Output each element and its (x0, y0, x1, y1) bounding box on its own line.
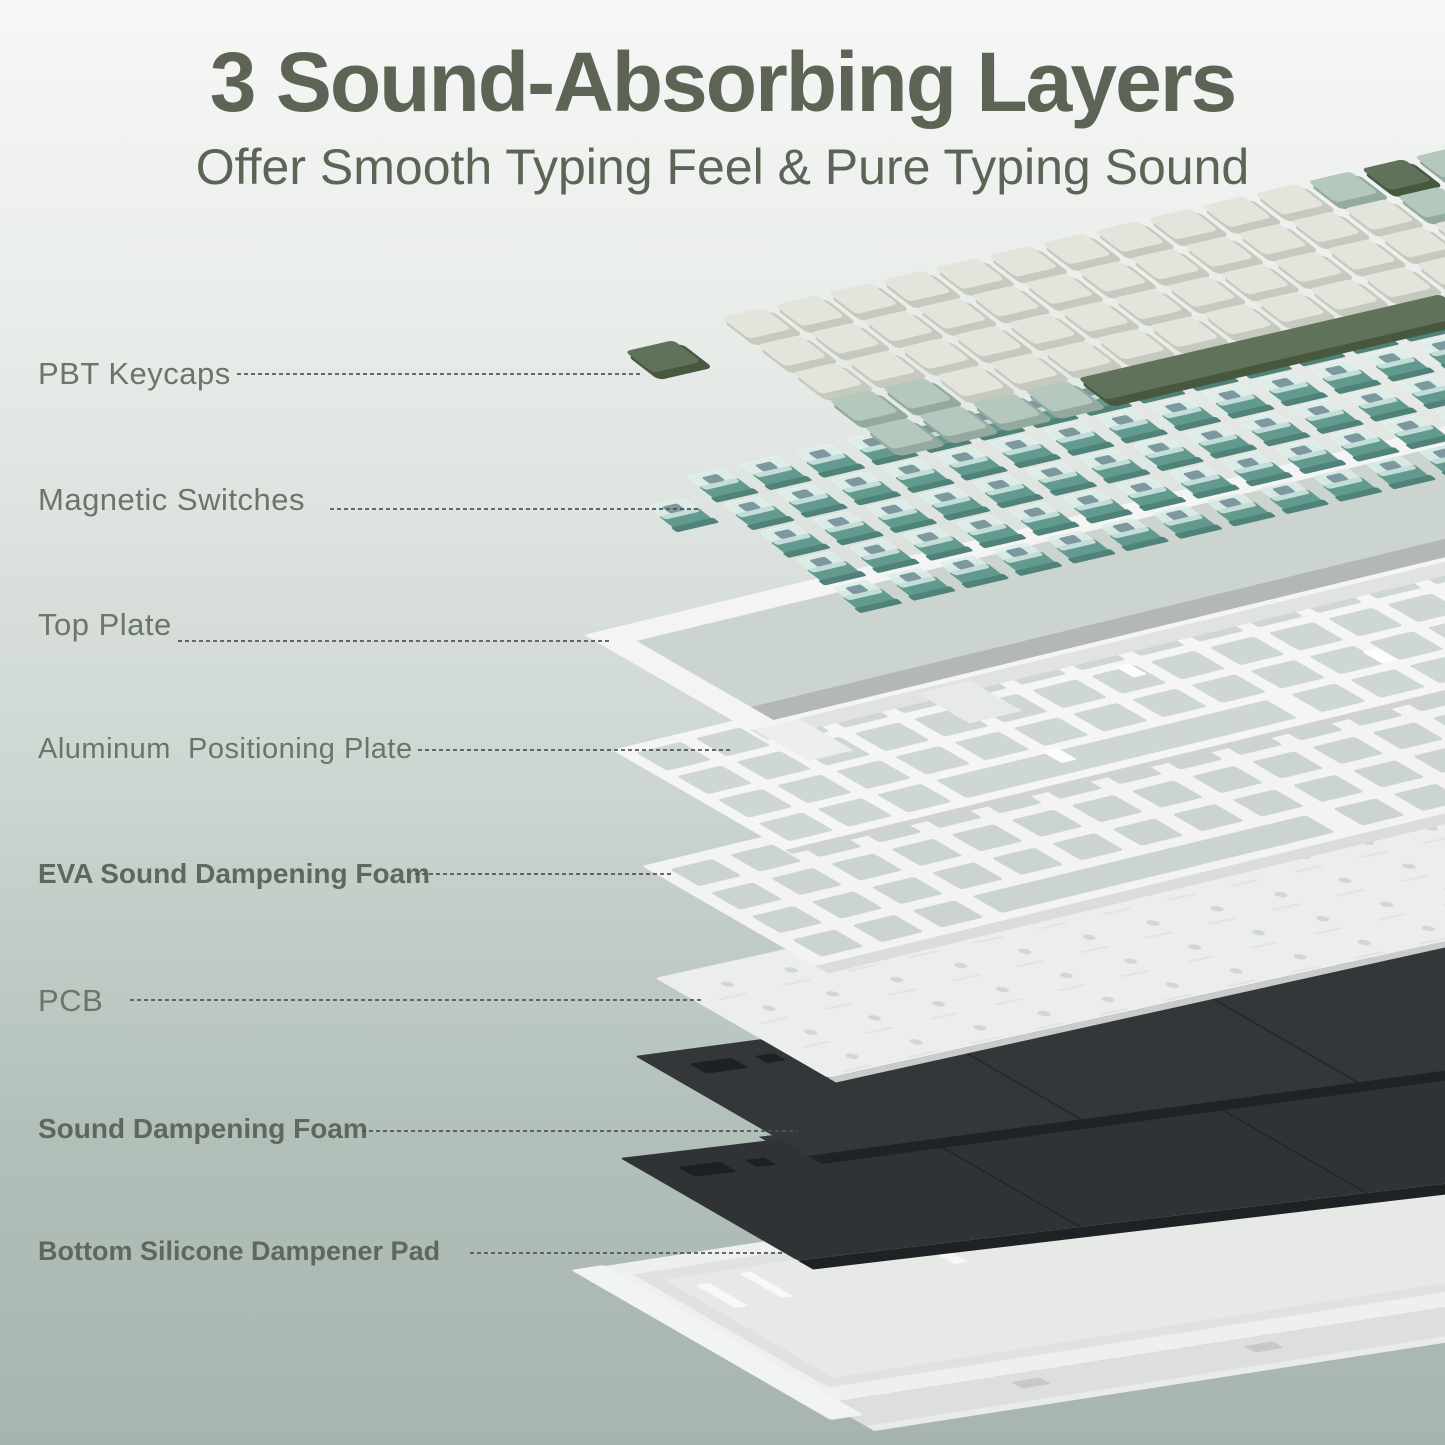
leader-bottom-silicone-dampener-pad (470, 1252, 782, 1254)
layer-top-plate (584, 423, 1445, 762)
leader-magnetic-switches (330, 508, 700, 510)
leader-pbt-keycaps (237, 373, 640, 375)
keycap-esc (627, 340, 710, 380)
layer-pcb (656, 785, 1445, 1083)
label-pbt-keycaps: PBT Keycaps (38, 356, 231, 391)
label-sound-dampening-foam: Sound Dampening Foam (38, 1113, 368, 1144)
layer-sound-foam (636, 939, 1445, 1164)
page-title: 3 Sound-Absorbing Layers (209, 35, 1237, 129)
label-top-plate: Top Plate (38, 607, 172, 642)
label-bottom-silicone-dampener-pad: Bottom Silicone Dampener Pad (38, 1236, 441, 1266)
leader-pcb (130, 999, 704, 1001)
label-eva-sound-dampening-foam: EVA Sound Dampening Foam (38, 858, 431, 889)
leader-eva-sound-dampening-foam (415, 873, 672, 875)
leader-aluminum-positioning-plate (418, 749, 733, 751)
leader-top-plate (178, 640, 612, 642)
layer-bottom-case (572, 1133, 1445, 1431)
layer-keycaps (723, 147, 1445, 456)
label-pcb: PCB (38, 983, 104, 1018)
leader-sound-dampening-foam (362, 1130, 797, 1132)
label-magnetic-switches: Magnetic Switches (38, 482, 305, 517)
label-aluminum-positioning-plate: Aluminum Positioning Plate (38, 733, 413, 765)
page-subtitle: Offer Smooth Typing Feel & Pure Typing S… (195, 139, 1250, 195)
